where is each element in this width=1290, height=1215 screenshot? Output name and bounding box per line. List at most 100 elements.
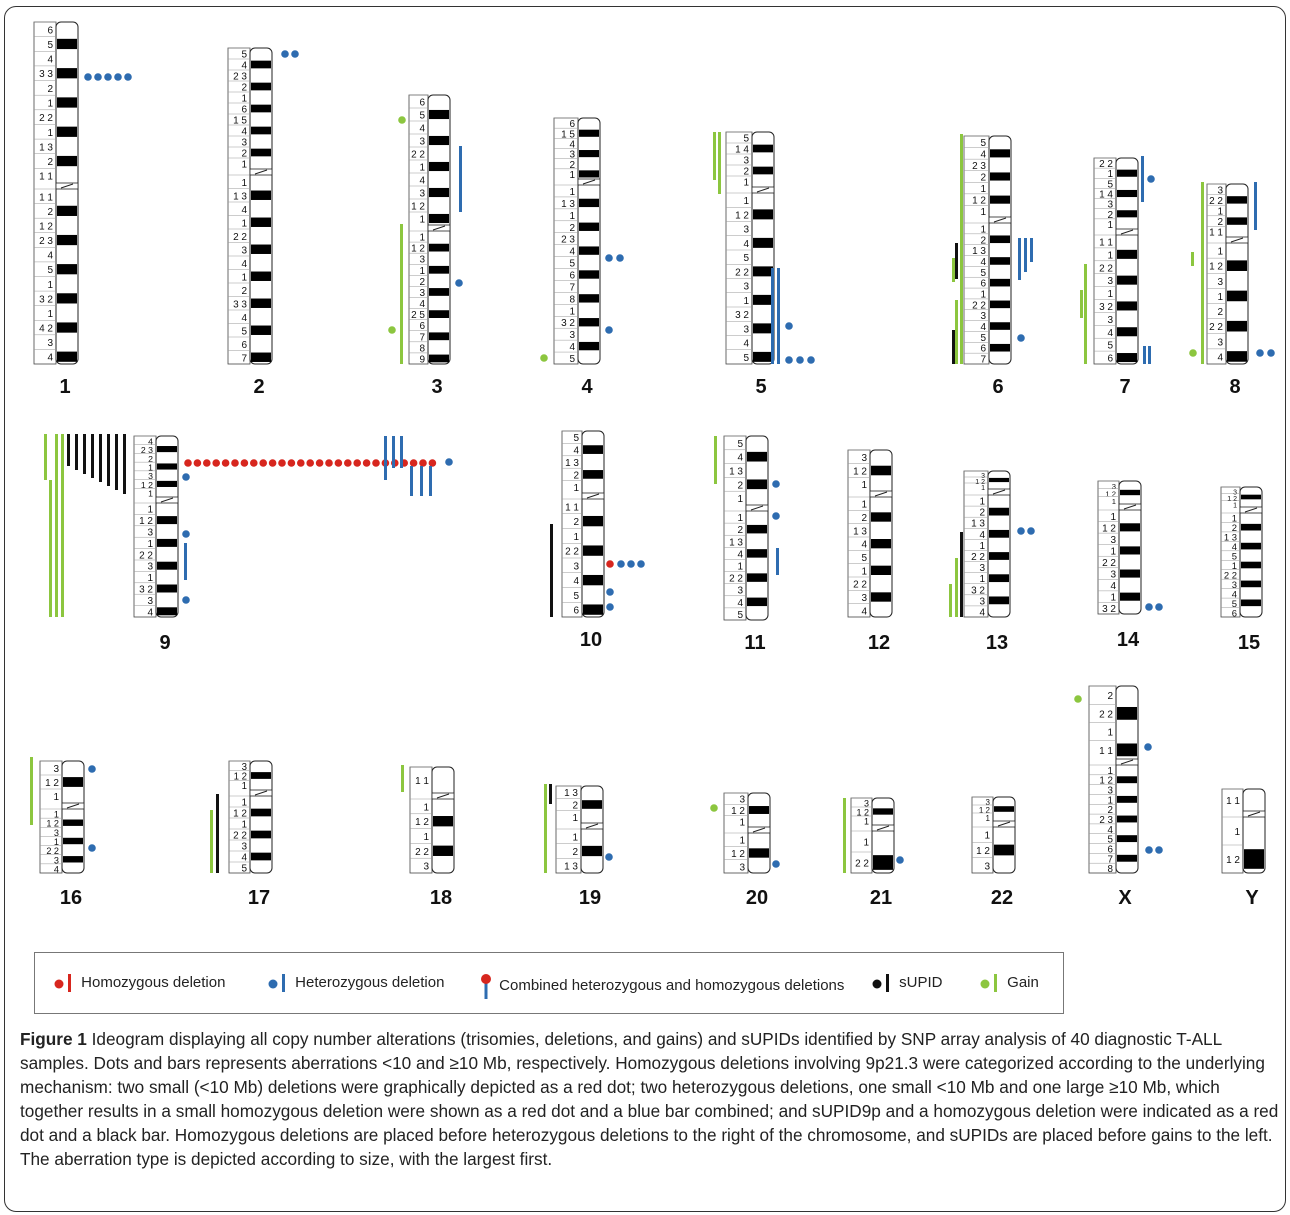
band-label: 1 <box>1112 497 1116 506</box>
gain-dot <box>1189 349 1197 357</box>
band <box>1117 210 1137 218</box>
band <box>57 234 77 246</box>
band-label: 4 <box>743 239 749 250</box>
band-label: 3 <box>241 138 247 149</box>
band-label: 4 <box>241 61 247 72</box>
band <box>583 604 603 615</box>
band <box>57 264 77 275</box>
band-label: 4 <box>743 339 749 350</box>
band-label: 1 <box>569 306 575 317</box>
band <box>1117 169 1137 177</box>
band-label: 7 <box>1108 854 1113 865</box>
band-label: 1 <box>148 489 153 499</box>
band-label: 2 2 <box>46 846 59 856</box>
supid-bar <box>99 434 102 482</box>
band-label: 1 5 <box>561 129 575 140</box>
centromere-mark <box>756 187 770 193</box>
chromosome-name: 10 <box>580 629 602 651</box>
band <box>251 352 271 362</box>
band-label: 3 <box>423 862 429 873</box>
band-label: 2 2 <box>1209 322 1223 333</box>
band-label: 2 3 <box>39 236 53 247</box>
band-label: 1 <box>241 218 247 229</box>
band-label: 4 <box>241 205 247 216</box>
heterozygous-dot <box>1145 603 1153 611</box>
band <box>57 155 77 167</box>
band-label: 2 2 <box>1224 570 1237 581</box>
chromosome-name: 17 <box>248 887 270 909</box>
aberrations <box>30 50 1275 873</box>
heterozygous-dot <box>84 73 92 81</box>
band-label: 3 <box>419 255 425 266</box>
band-label: 6 <box>419 98 425 109</box>
band-label: 1 2 <box>1209 262 1223 273</box>
band-label: 5 <box>980 333 986 344</box>
heterozygous-bar <box>420 466 423 496</box>
heterozygous-bar <box>1018 238 1021 280</box>
band-label: 1 2 <box>1226 855 1240 866</box>
band <box>579 294 599 303</box>
band-label: 2 3 <box>972 161 986 172</box>
band-label: 1 3 <box>972 246 986 257</box>
band-label: 3 2 <box>971 585 985 596</box>
centromere-mark <box>1244 507 1258 513</box>
band-label: 3 <box>419 137 425 148</box>
band-label: 1 <box>743 296 749 307</box>
band-label: 3 <box>241 842 247 853</box>
band-label: 1 3 <box>729 537 743 548</box>
gain-bar <box>544 784 547 873</box>
heterozygous-dot <box>88 765 96 773</box>
band-label: 1 2 <box>411 202 425 213</box>
chromosome-name: 16 <box>60 887 82 909</box>
chromosome-name: 8 <box>1229 376 1240 398</box>
band-label: 1 <box>147 573 153 584</box>
supid-bar <box>83 434 86 474</box>
legend-homozygous-label: Homozygous deletion <box>81 973 226 991</box>
band-label: 6 <box>1107 354 1113 365</box>
band <box>251 244 271 254</box>
band <box>579 341 599 351</box>
band-label: 1 <box>737 513 743 524</box>
band-label: 1 <box>1232 561 1237 572</box>
band-label: 2 <box>572 801 578 812</box>
band-label: 1 3 <box>729 467 743 478</box>
gain-bar <box>714 436 717 484</box>
band <box>1244 849 1264 869</box>
heterozygous-bar <box>1030 238 1033 262</box>
centromere-mark <box>254 790 268 796</box>
band-label: 1 <box>569 211 575 222</box>
homozygous-dot <box>231 459 239 467</box>
band <box>429 213 449 224</box>
band-label: 1 <box>739 836 745 847</box>
band-label: 4 <box>861 540 867 551</box>
band <box>579 318 599 327</box>
band <box>251 298 271 308</box>
band-label: 5 <box>743 134 749 145</box>
band-label: 3 <box>569 150 575 161</box>
band-label: 2 3 <box>141 445 153 455</box>
band-label: 1 3 <box>565 458 579 469</box>
band-label: 1 1 <box>1099 746 1113 757</box>
supid-bar <box>955 243 958 279</box>
band-label: 1 <box>147 505 153 516</box>
gain-dot <box>398 116 406 124</box>
band-label: 1 <box>1107 220 1113 231</box>
gain-bar <box>843 798 846 873</box>
homozygous-dot <box>606 560 614 568</box>
band <box>583 574 603 586</box>
band-label: 1 <box>743 178 749 189</box>
band <box>871 539 891 549</box>
band-label: 1 1 <box>1209 228 1223 239</box>
band-label: 4 <box>569 139 575 150</box>
heterozygous-bar <box>1141 156 1144 202</box>
band-label: 3 2 <box>735 310 749 321</box>
gain-bar <box>955 300 958 364</box>
band-label: 1 <box>1108 795 1113 806</box>
band <box>1117 743 1137 757</box>
band <box>157 463 177 470</box>
band-label: 3 <box>1217 185 1223 196</box>
band-label: 2 <box>573 470 579 481</box>
band-label: 2 <box>737 480 743 491</box>
